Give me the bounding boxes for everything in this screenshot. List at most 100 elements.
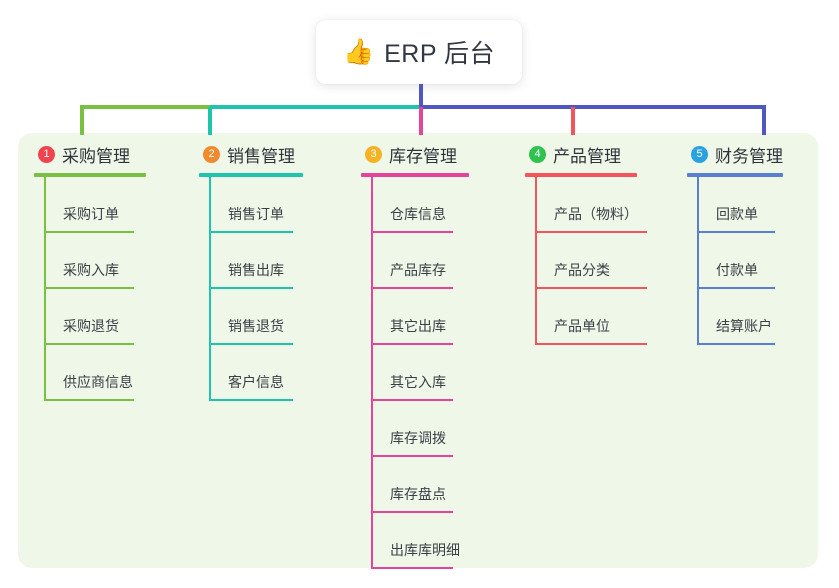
branch-item[interactable]: 产品分类 <box>535 233 670 289</box>
branch-item-label: 产品分类 <box>554 262 610 278</box>
branch-item[interactable]: 库存盘点 <box>371 457 506 513</box>
thumbs-up-icon: 👍 <box>342 37 375 66</box>
branch-item-underline <box>373 567 453 569</box>
branch-item[interactable]: 采购入库 <box>44 233 184 289</box>
branch-item-label: 结算账户 <box>716 318 772 334</box>
branch-column-4: 4 产品管理产品（物料） 产品分类产品单位 <box>525 141 670 345</box>
branch-item[interactable]: 库存调拨 <box>371 401 506 457</box>
branch-item-label: 供应商信息 <box>63 374 133 390</box>
branch-drop-4 <box>571 107 575 135</box>
branch-item-underline <box>211 399 293 401</box>
branch-item-label: 产品单位 <box>554 318 610 334</box>
branch-spine <box>371 177 373 569</box>
branch-item[interactable]: 产品（物料） <box>535 177 670 233</box>
branch-title: 产品管理 <box>553 146 621 166</box>
branch-spine <box>44 177 46 401</box>
branch-item-label: 销售退货 <box>228 318 284 334</box>
branch-item-underline <box>373 231 453 233</box>
branch-title: 销售管理 <box>227 146 295 166</box>
branch-item-label: 出库库明细 <box>390 542 460 558</box>
branch-item-underline <box>46 399 134 401</box>
branch-item-list: 回款单付款单结算账户 <box>687 177 812 345</box>
branch-item-label: 库存调拨 <box>390 430 446 446</box>
branch-underline <box>687 173 783 177</box>
branch-drop-2 <box>208 107 212 135</box>
branch-item-underline <box>537 343 647 345</box>
branch-title: 采购管理 <box>62 146 130 166</box>
branch-spine <box>535 177 537 345</box>
branch-number-badge: 2 <box>203 145 220 163</box>
branch-item[interactable]: 其它入库 <box>371 345 506 401</box>
root-node-card[interactable]: 👍 ERP 后台 <box>316 20 522 84</box>
branch-underline <box>199 173 303 177</box>
branch-column-5: 5 财务管理回款单付款单结算账户 <box>687 141 812 345</box>
branch-item-label: 仓库信息 <box>390 206 446 222</box>
branch-item[interactable]: 采购退货 <box>44 289 184 345</box>
branch-item-label: 付款单 <box>716 262 758 278</box>
branch-item-label: 产品（物料） <box>554 206 638 222</box>
branch-item-label: 销售订单 <box>228 206 284 222</box>
branch-item-underline <box>373 343 453 345</box>
branch-item[interactable]: 销售退货 <box>209 289 339 345</box>
branch-item-underline <box>46 287 134 289</box>
branch-item-underline <box>211 231 293 233</box>
trunk-segment-3 <box>419 105 766 109</box>
branch-item-label: 库存盘点 <box>390 486 446 502</box>
branch-spine <box>697 177 699 345</box>
branch-title: 库存管理 <box>389 146 457 166</box>
branch-item-list: 仓库信息产品库存其它出库其它入库库存调拨库存盘点出库库明细 <box>361 177 506 569</box>
branch-item-underline <box>699 343 775 345</box>
root-node-title: ERP 后台 <box>384 40 496 68</box>
branch-item-label: 其它出库 <box>390 318 446 334</box>
branch-item-label: 产品库存 <box>390 262 446 278</box>
branch-item[interactable]: 付款单 <box>697 233 812 289</box>
branch-item[interactable]: 出库库明细 <box>371 513 506 569</box>
branch-header-2[interactable]: 2 销售管理 <box>199 141 339 167</box>
branch-number-badge: 3 <box>365 145 382 163</box>
branch-item-underline <box>373 455 453 457</box>
branch-header-5[interactable]: 5 财务管理 <box>687 141 812 167</box>
branch-item[interactable]: 结算账户 <box>697 289 812 345</box>
branch-number-badge: 4 <box>529 145 546 163</box>
branch-title: 财务管理 <box>715 146 783 166</box>
branch-item-label: 客户信息 <box>228 374 284 390</box>
trunk-segment-1 <box>80 105 210 109</box>
branch-item[interactable]: 销售订单 <box>209 177 339 233</box>
branch-item[interactable]: 供应商信息 <box>44 345 184 401</box>
branch-item-label: 销售出库 <box>228 262 284 278</box>
branch-header-3[interactable]: 3 库存管理 <box>361 141 506 167</box>
branch-item-underline <box>537 287 647 289</box>
branch-item[interactable]: 产品单位 <box>535 289 670 345</box>
branch-item[interactable]: 采购订单 <box>44 177 184 233</box>
branch-column-3: 3 库存管理仓库信息产品库存其它出库其它入库库存调拨库存盘点出库库明细 <box>361 141 506 569</box>
root-stem-connector <box>419 84 423 107</box>
branch-drop-3 <box>419 107 423 135</box>
branch-item[interactable]: 客户信息 <box>209 345 339 401</box>
branch-item[interactable]: 销售出库 <box>209 233 339 289</box>
branch-drop-5 <box>762 107 766 135</box>
branch-item-underline <box>537 231 647 233</box>
branch-item[interactable]: 仓库信息 <box>371 177 506 233</box>
branch-item-label: 采购入库 <box>63 262 119 278</box>
branch-item[interactable]: 其它出库 <box>371 289 506 345</box>
branch-header-4[interactable]: 4 产品管理 <box>525 141 670 167</box>
branches-board <box>18 133 818 568</box>
branch-item-list: 采购订单采购入库采购退货供应商信息 <box>34 177 184 401</box>
branch-item-underline <box>699 287 775 289</box>
branch-column-2: 2 销售管理销售订单销售出库销售退货客户信息 <box>199 141 339 401</box>
branch-number-badge: 5 <box>691 145 708 163</box>
branch-item-underline <box>373 287 453 289</box>
branch-item-label: 采购订单 <box>63 206 119 222</box>
trunk-segment-2 <box>210 105 419 109</box>
branch-item-underline <box>699 231 775 233</box>
branch-underline <box>361 173 469 177</box>
branch-item-underline <box>46 231 134 233</box>
branch-item-underline <box>211 287 293 289</box>
branch-item[interactable]: 产品库存 <box>371 233 506 289</box>
branch-spine <box>209 177 211 401</box>
branch-item-underline <box>373 511 453 513</box>
branch-item[interactable]: 回款单 <box>697 177 812 233</box>
